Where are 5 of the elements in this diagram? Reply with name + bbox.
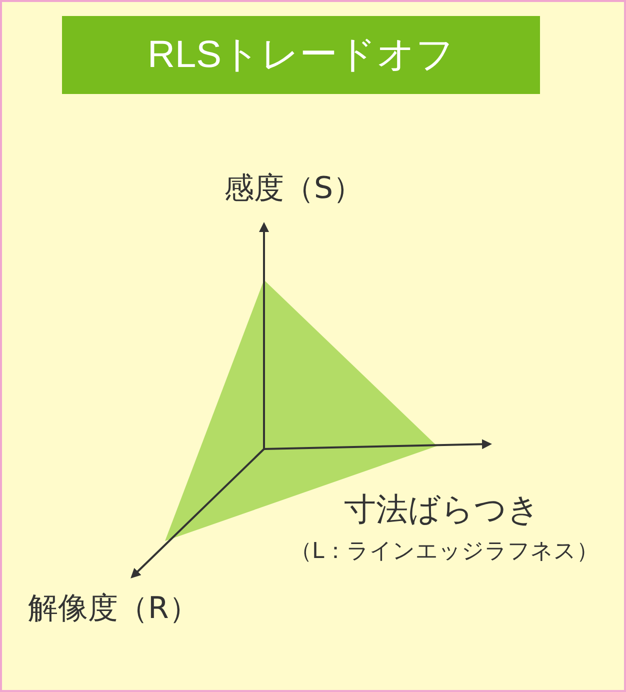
title-banner: RLSトレードオフ	[62, 16, 540, 94]
axis-label: 感度（S）	[224, 170, 364, 208]
axis-label: 寸法ばらつき	[344, 489, 540, 530]
axis-label: （L：ラインエッジラフネス）	[290, 538, 598, 566]
axis-label: 解像度（R）	[28, 590, 199, 628]
